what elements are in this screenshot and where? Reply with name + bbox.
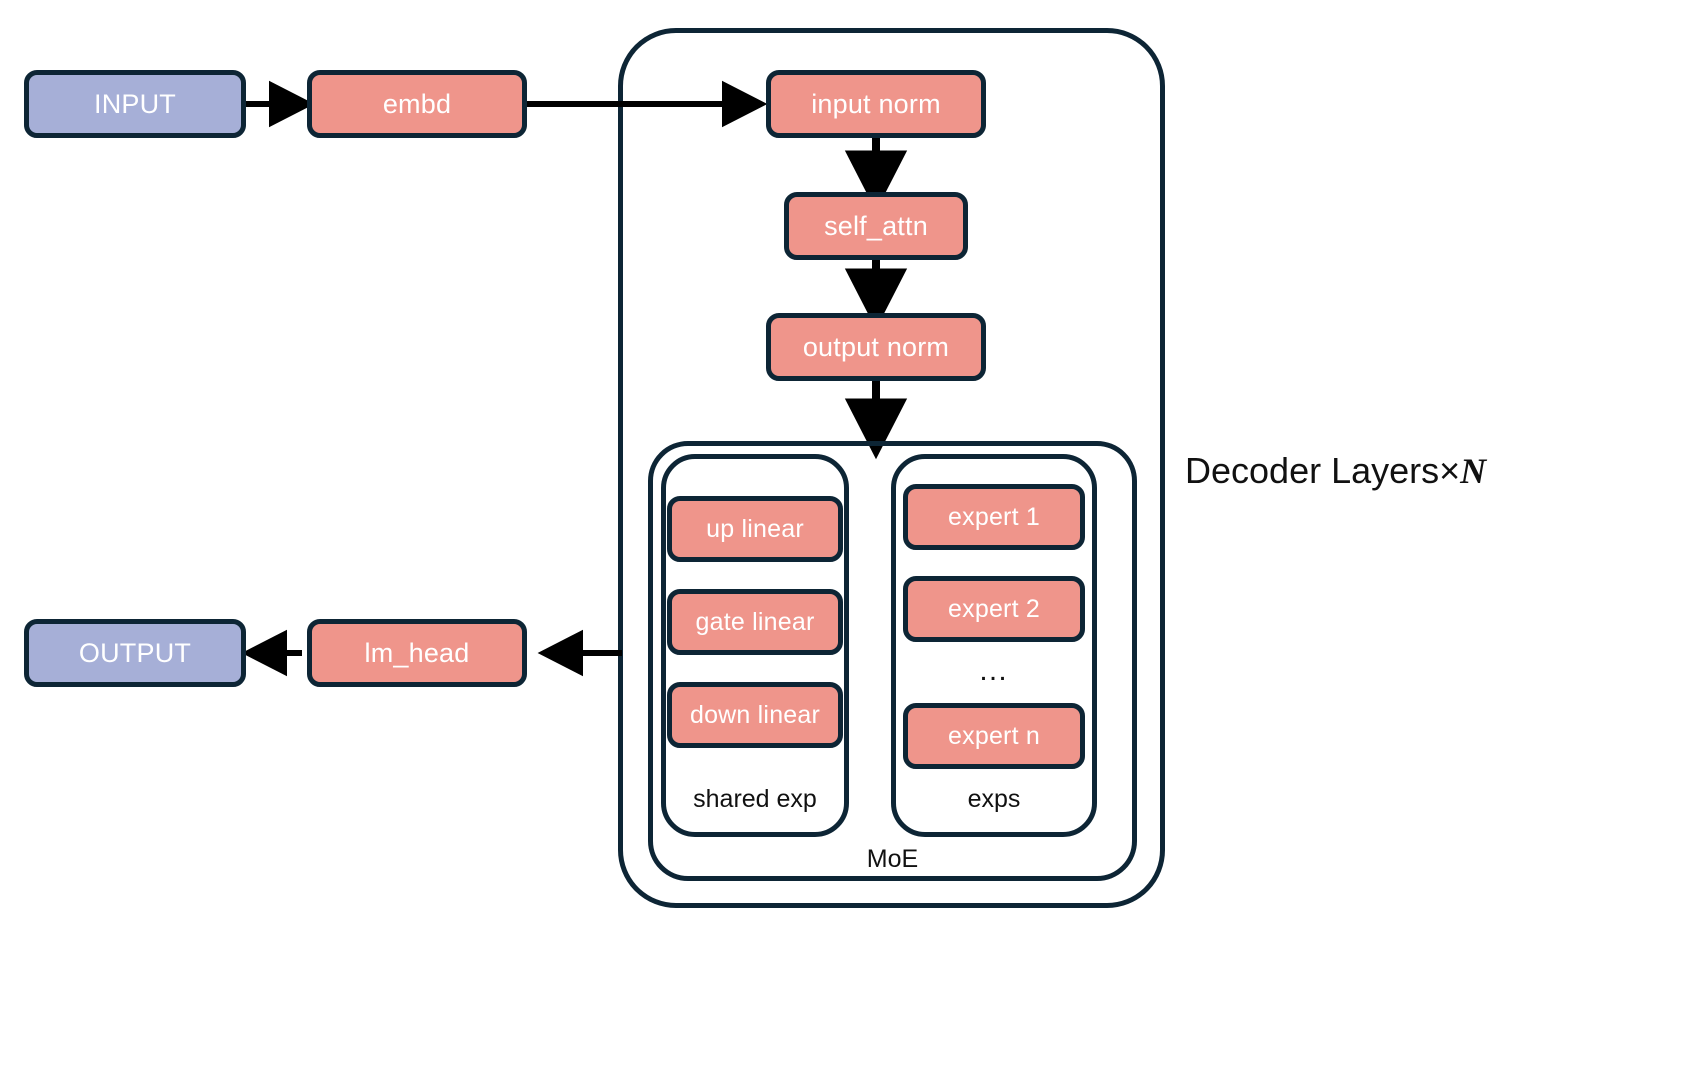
node-input-label: INPUT bbox=[94, 88, 176, 119]
node-output-label: OUTPUT bbox=[78, 637, 192, 668]
decoder-layer-container bbox=[618, 28, 1165, 908]
node-output-norm-label: output norm bbox=[802, 331, 950, 362]
node-expert-2[interactable]: expert 2 bbox=[903, 576, 1085, 642]
node-expert-1[interactable]: expert 1 bbox=[903, 484, 1085, 550]
node-gate-linear[interactable]: gate linear bbox=[667, 589, 843, 655]
node-embd-label: embd bbox=[382, 88, 452, 119]
node-lm-head-label: lm_head bbox=[364, 637, 470, 668]
node-expert-1-label: expert 1 bbox=[948, 502, 1040, 531]
moe-label: MoE bbox=[866, 845, 919, 873]
moe-container bbox=[648, 441, 1137, 881]
node-lm-head[interactable]: lm_head bbox=[307, 619, 527, 687]
shared-expert-container bbox=[661, 454, 849, 837]
node-expert-n[interactable]: expert n bbox=[903, 703, 1085, 769]
decoder-layers-caption: Decoder Layers×N bbox=[1185, 450, 1486, 492]
node-output[interactable]: OUTPUT bbox=[24, 619, 246, 687]
node-input[interactable]: INPUT bbox=[24, 70, 246, 138]
node-up-linear-label: up linear bbox=[706, 514, 804, 543]
node-output-norm[interactable]: output norm bbox=[766, 313, 986, 381]
experts-ellipsis: … bbox=[978, 654, 1010, 687]
node-self-attn[interactable]: self_attn bbox=[784, 192, 968, 260]
node-gate-linear-label: gate linear bbox=[695, 607, 815, 636]
node-down-linear[interactable]: down linear bbox=[667, 682, 843, 748]
node-expert-2-label: expert 2 bbox=[948, 594, 1040, 623]
node-expert-n-label: expert n bbox=[948, 721, 1040, 750]
node-up-linear[interactable]: up linear bbox=[667, 496, 843, 562]
node-input-norm[interactable]: input norm bbox=[766, 70, 986, 138]
node-embd[interactable]: embd bbox=[307, 70, 527, 138]
decoder-layers-caption-text: Decoder Layers× bbox=[1185, 450, 1461, 491]
experts-label: exps bbox=[967, 785, 1021, 813]
node-input-norm-label: input norm bbox=[811, 88, 941, 119]
shared-expert-label: shared exp bbox=[693, 785, 817, 813]
node-self-attn-label: self_attn bbox=[824, 210, 928, 241]
decoder-layers-repeat-symbol: N bbox=[1460, 451, 1487, 491]
experts-container bbox=[891, 454, 1097, 837]
node-down-linear-label: down linear bbox=[689, 700, 821, 729]
